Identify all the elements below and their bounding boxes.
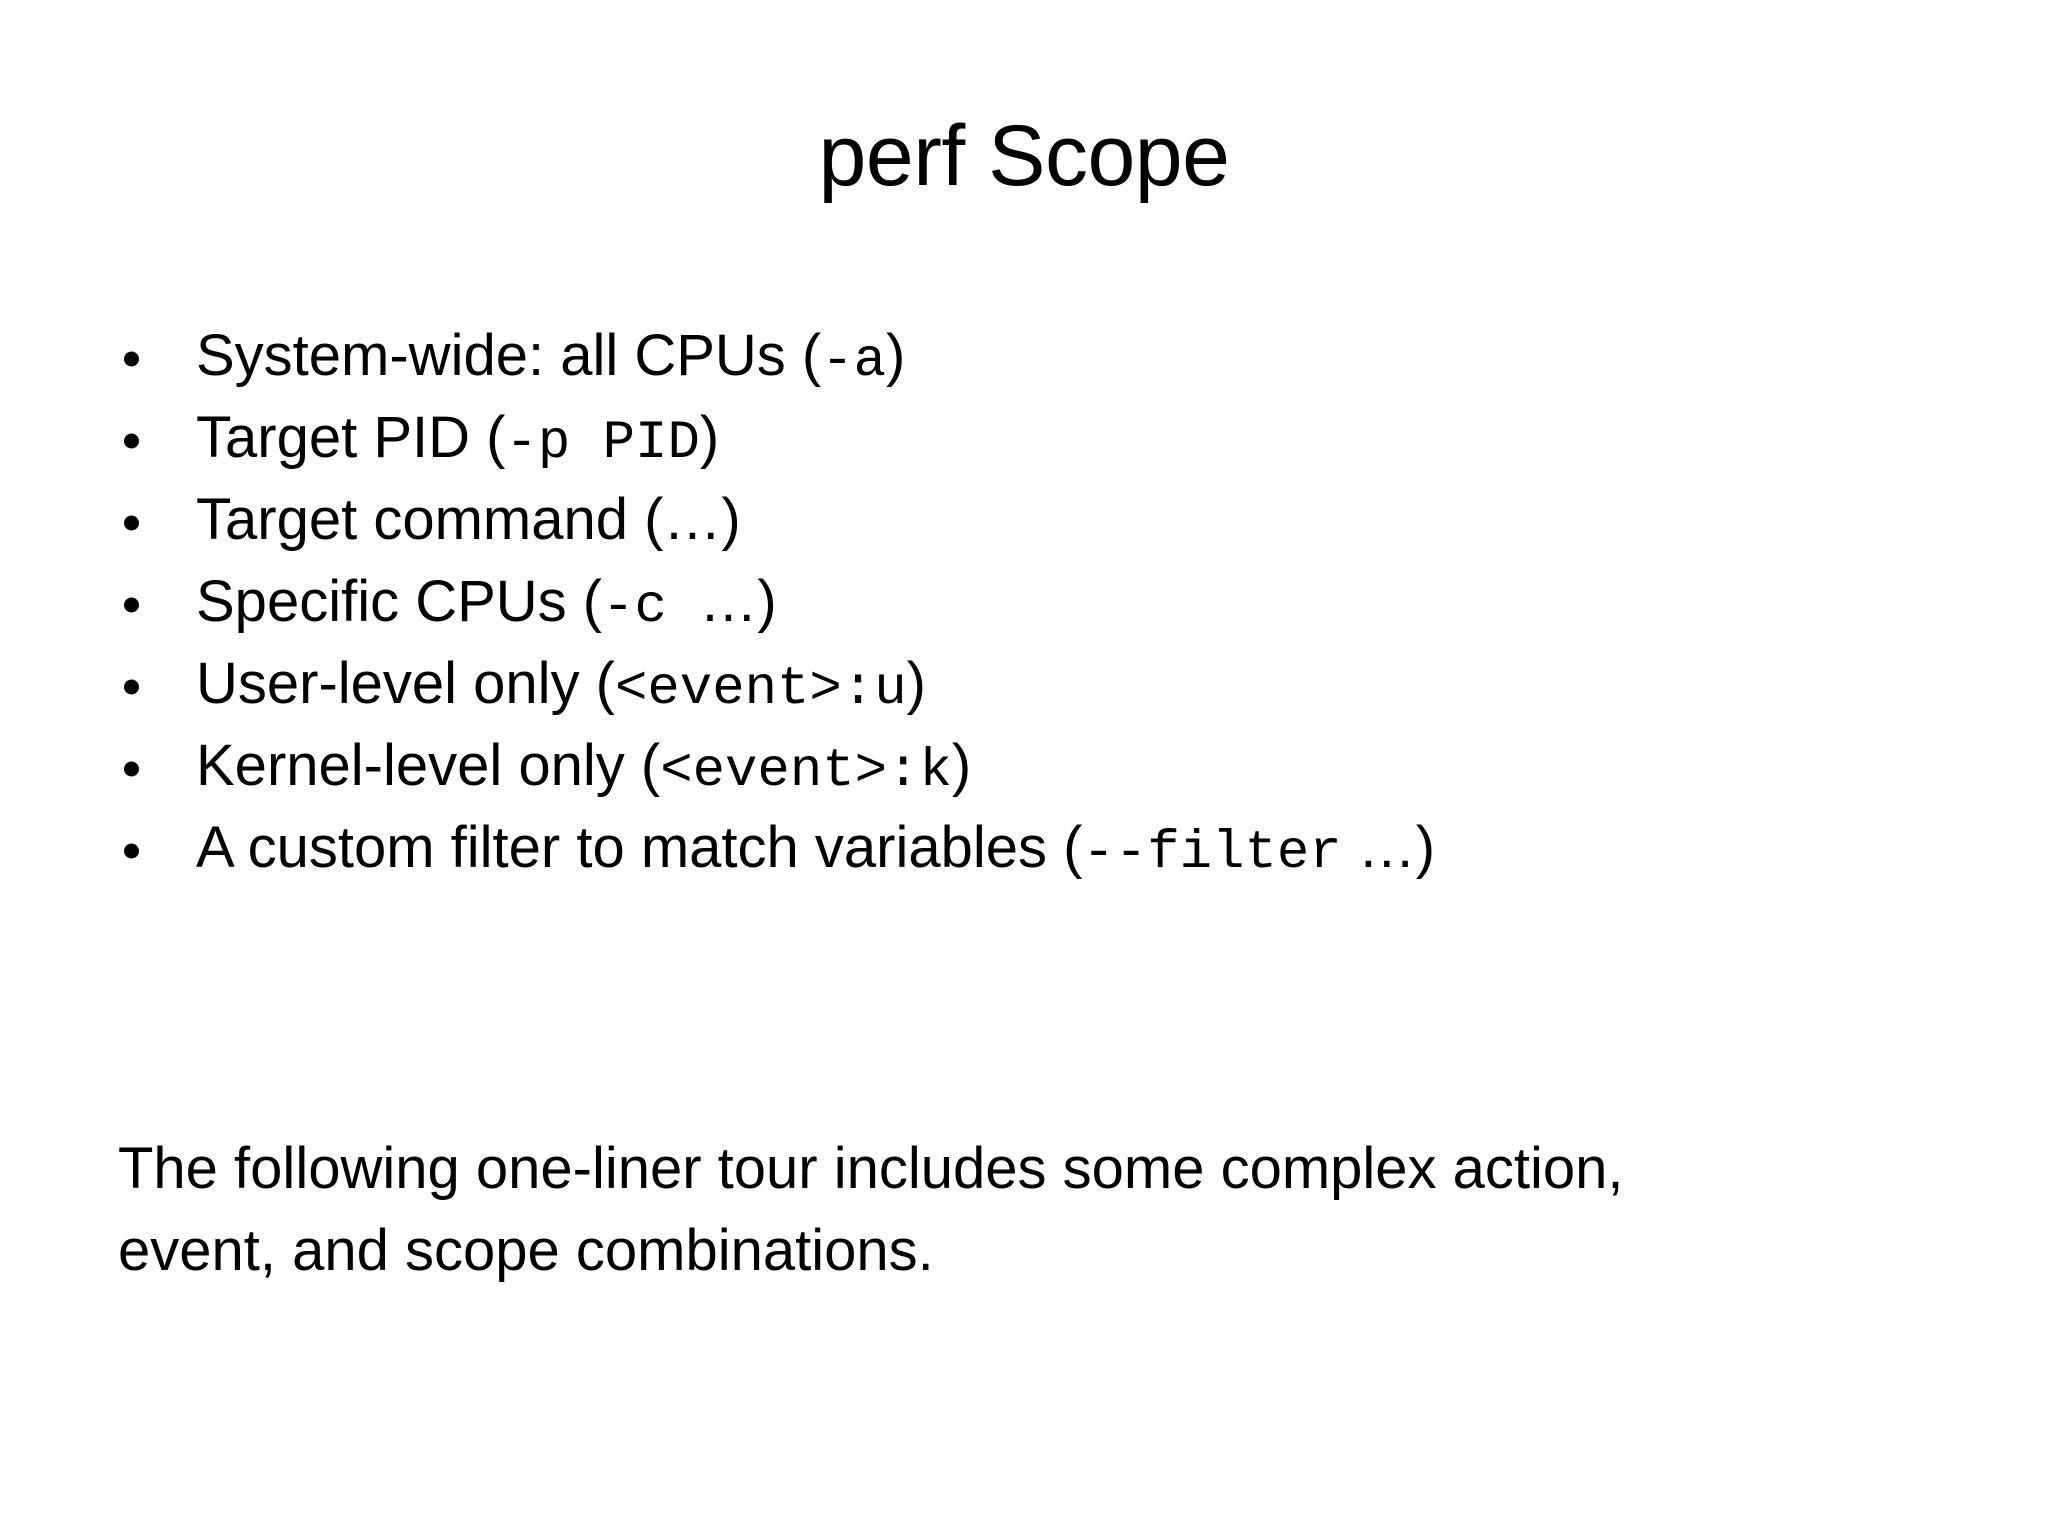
bullet-code-token: --filter — [1082, 823, 1342, 884]
bullet-text-prefix: Target PID ( — [196, 405, 506, 470]
bullet-code-token: <event>:u — [615, 659, 907, 720]
list-item: Specific CPUs (-c …) — [118, 573, 1978, 638]
bullet-text-prefix: User-level only ( — [196, 651, 615, 716]
list-item: Target command (…) — [118, 491, 1978, 554]
bullet-dot-icon — [124, 679, 139, 695]
closing-note-line-1: The following one-liner tour includes so… — [118, 1136, 1624, 1201]
bullet-dot-icon — [124, 843, 139, 859]
bullet-dot-icon — [124, 433, 139, 449]
bullet-text-prefix: Kernel-level only ( — [196, 733, 661, 798]
bullet-dot-icon — [124, 351, 139, 367]
closing-note-line-2: event, and scope combinations. — [118, 1218, 934, 1283]
bullet-text-suffix: ) — [906, 651, 926, 716]
scope-bullet-list: System-wide: all CPUs (-a) Target PID (-… — [118, 327, 1978, 902]
bullet-code-token: -c — [602, 577, 700, 638]
bullet-code-token: -a — [821, 331, 887, 392]
bullet-dot-icon — [124, 597, 139, 613]
bullet-text-prefix: Specific CPUs ( — [196, 569, 603, 634]
bullet-text-suffix: …) — [699, 569, 777, 634]
bullet-text-suffix: …) — [1341, 815, 1436, 880]
list-item: System-wide: all CPUs (-a) — [118, 327, 1978, 392]
list-item: User-level only (<event>:u) — [118, 655, 1978, 720]
list-item: Target PID (-p PID) — [118, 409, 1978, 474]
list-item: Kernel-level only (<event>:k) — [118, 737, 1978, 802]
bullet-text-suffix: ) — [886, 323, 906, 388]
page-title: perf Scope — [818, 108, 1230, 204]
bullet-dot-icon — [124, 761, 139, 777]
bullet-dot-icon — [124, 515, 139, 531]
bullet-text-suffix: ) — [951, 733, 972, 798]
bullet-text-suffix: ) — [721, 487, 741, 552]
bullet-code-token: <event>:k — [660, 741, 952, 802]
bullet-code-token: -p PID — [505, 413, 700, 474]
bullet-text-suffix: ) — [699, 405, 720, 470]
closing-note: The following one-liner tour includes so… — [118, 1128, 1958, 1292]
list-item: A custom filter to match variables (--fi… — [118, 819, 1978, 884]
bullet-text-prefix: Target command (… — [196, 487, 722, 552]
bullet-text-prefix: A custom filter to match variables ( — [196, 815, 1083, 880]
bullet-text-prefix: System-wide: all CPUs ( — [196, 323, 822, 388]
